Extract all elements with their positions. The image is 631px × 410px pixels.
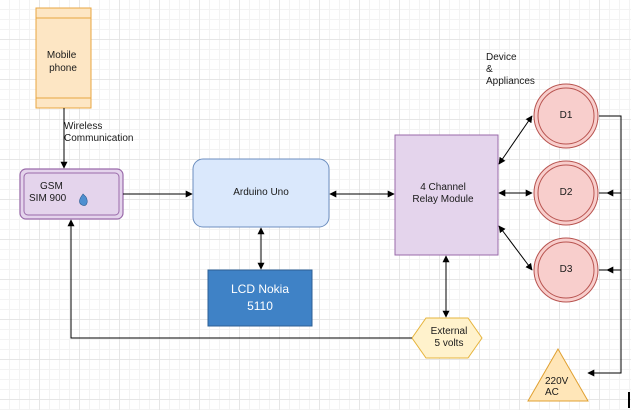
- arduino-node[interactable]: [192, 158, 330, 228]
- wire-d3-mains: [587, 269, 622, 377]
- gsm-label: GSM SIM 900: [29, 181, 67, 204]
- d3-label: D3: [559, 264, 573, 275]
- relay-label: 4 Channel Relay Module: [412, 182, 474, 205]
- lcd-node[interactable]: [207, 269, 313, 327]
- mobile-phone-node[interactable]: Mobile phone: [35, 7, 92, 109]
- wire-power-gsm: [67, 219, 412, 339]
- wire-d1-d2: [599, 115, 622, 197]
- device-d1-node[interactable]: [533, 83, 599, 149]
- relay-node[interactable]: [394, 134, 499, 256]
- mains-node[interactable]: [527, 347, 589, 402]
- d2-label: D2: [559, 187, 573, 198]
- mobile-phone-label: Mobile phone: [47, 50, 79, 74]
- gsm-line1: GSM: [40, 181, 63, 192]
- wireless-communication-label: Wireless Communication: [64, 121, 134, 144]
- mobile-phone-line1: Mobile: [47, 50, 77, 61]
- external-power-label: External 5 volts: [430, 326, 468, 349]
- mobile-phone-line2: phone: [49, 63, 77, 74]
- drop-icon: [79, 193, 88, 206]
- gsm-module-node[interactable]: GSM SIM 900: [19, 168, 124, 220]
- wire-d2-d3: [599, 192, 622, 274]
- wire-relay-d1: [498, 115, 533, 165]
- gsm-line2: SIM 900: [29, 193, 67, 204]
- d1-label: D1: [559, 110, 573, 121]
- lcd-label: LCD Nokia 5110: [230, 282, 290, 313]
- wire-relay-d3: [498, 225, 533, 271]
- device-d3-node[interactable]: [533, 237, 599, 303]
- device-d2-node[interactable]: [533, 160, 599, 226]
- mains-label: 220V AC: [545, 376, 569, 398]
- arduino-label: Arduino Uno: [233, 187, 289, 198]
- device-appliances-label: Device & Appliances: [486, 52, 535, 87]
- external-power-node[interactable]: [411, 317, 483, 359]
